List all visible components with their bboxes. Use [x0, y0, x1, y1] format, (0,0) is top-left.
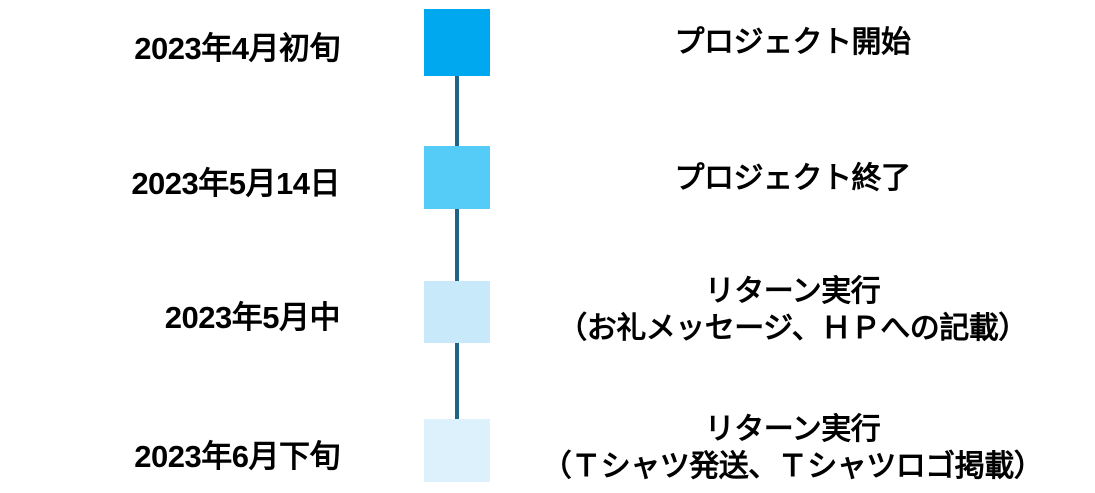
timeline-description-line-1: リターン実行 [704, 275, 881, 308]
timeline-date-label: 2023年5月14日 [131, 165, 340, 201]
timeline-description: プロジェクト終了 [505, 161, 1080, 198]
timeline-marker-square [424, 146, 490, 209]
timeline-description-line-2: （お礼メッセージ、ＨＰへの記載） [557, 311, 1028, 345]
connector-segment-1 [455, 76, 459, 146]
timeline-description-line-1: プロジェクト開始 [674, 26, 912, 59]
timeline-marker-square [424, 9, 490, 76]
timeline-description-line-2: （Ｔシャツ発送、Ｔシャツロゴ掲載） [541, 449, 1044, 483]
timeline-description-line-1: プロジェクト終了 [674, 162, 912, 195]
timeline-marker-square [424, 281, 490, 343]
timeline-date-label: 2023年6月下旬 [134, 438, 340, 474]
timeline-marker-square [424, 419, 490, 482]
timeline-description: リターン実行 （Ｔシャツ発送、Ｔシャツロゴ掲載） [505, 412, 1080, 485]
timeline-description: リターン実行 （お礼メッセージ、ＨＰへの記載） [505, 274, 1080, 347]
connector-segment-2 [455, 209, 459, 281]
timeline-date-label: 2023年4月初旬 [134, 30, 340, 66]
timeline-date-label: 2023年5月中 [164, 300, 341, 335]
timeline-description: プロジェクト開始 [505, 25, 1080, 62]
timeline-description-line-1: リターン実行 [704, 413, 881, 446]
connector-segment-3 [455, 343, 459, 419]
